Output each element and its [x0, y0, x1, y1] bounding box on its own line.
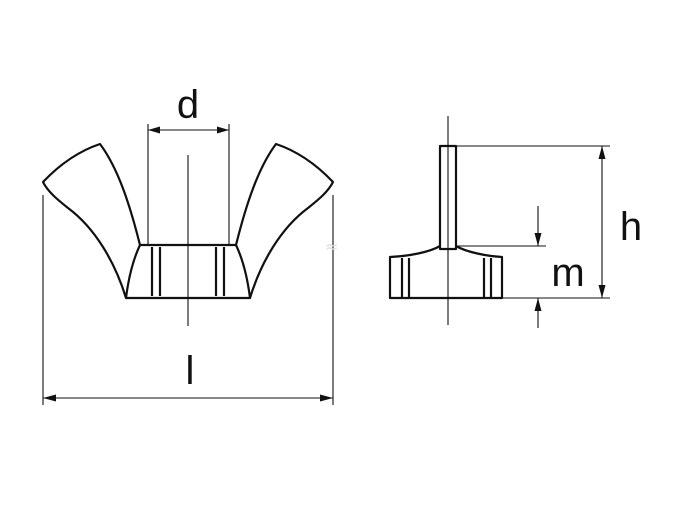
dimension-m: m [456, 206, 585, 328]
dimension-d: d [147, 83, 230, 245]
front-view [41, 142, 335, 326]
side-view-base [388, 244, 504, 300]
m-arrow-top [534, 233, 542, 246]
h-arrow-bottom [598, 285, 606, 298]
m-arrow-bottom [534, 298, 542, 311]
side-view [388, 116, 504, 325]
m-label: m [551, 251, 584, 295]
d-arrow-right [217, 126, 229, 134]
dimension-l: l [42, 195, 334, 405]
h-arrow-top [598, 146, 606, 159]
hub-left-curve [124, 244, 141, 299]
l-label: l [186, 349, 195, 393]
d-label: d [177, 83, 199, 127]
d-arrow-left [148, 126, 160, 134]
l-arrow-left [43, 394, 56, 402]
l-arrow-right [320, 394, 333, 402]
h-label: h [620, 205, 642, 249]
hub-right-curve [235, 244, 252, 299]
watermark-mark: ≈ [325, 237, 338, 256]
